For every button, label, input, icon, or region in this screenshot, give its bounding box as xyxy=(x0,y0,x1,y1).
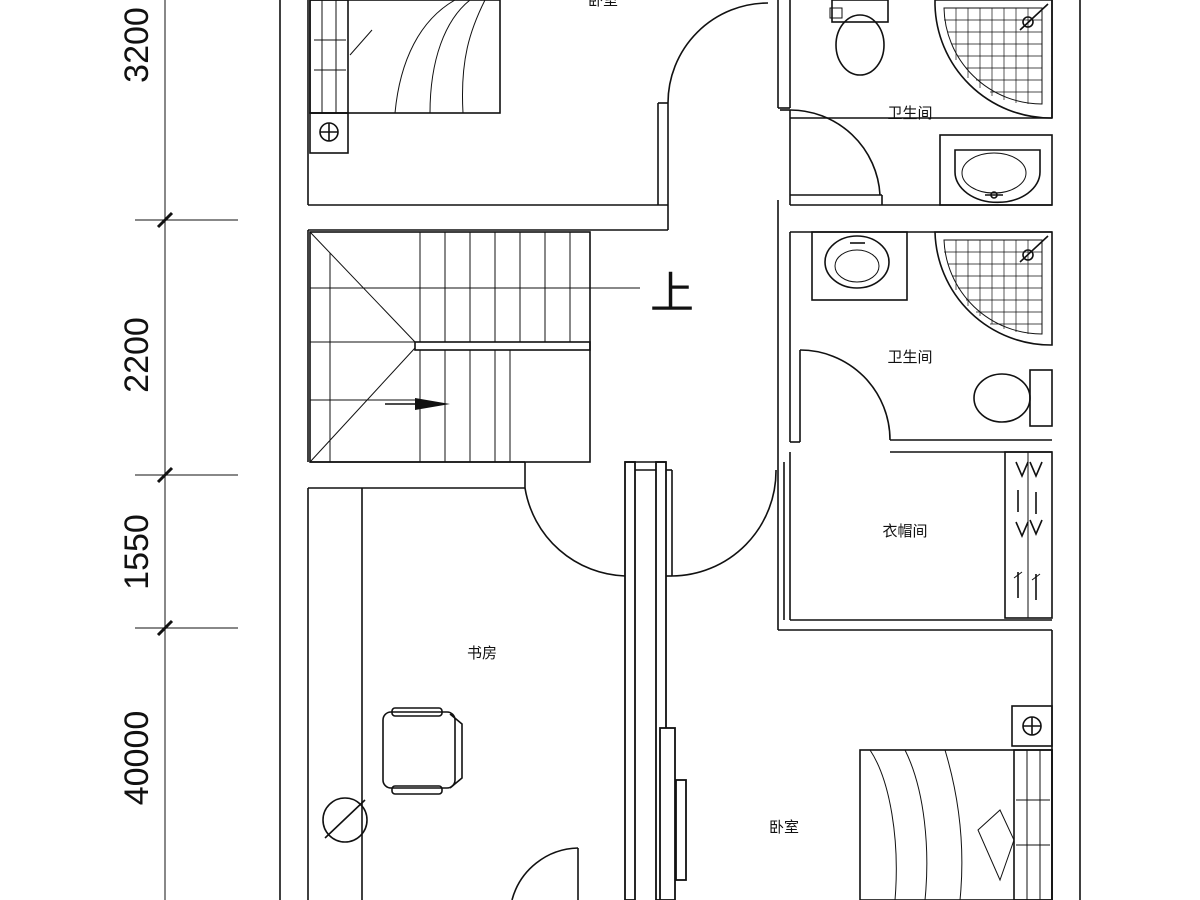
room-label-study: 书房 xyxy=(467,644,497,662)
cloakroom-walls xyxy=(777,452,1052,631)
shower-icon xyxy=(934,231,1053,346)
bed-top xyxy=(309,0,501,114)
room-label-bedroom-bottom: 卧室 xyxy=(769,818,799,836)
bed-bottom xyxy=(859,749,1053,900)
sink-icon xyxy=(939,134,1053,206)
staircase xyxy=(309,231,640,463)
dimension-40000: 40000 xyxy=(118,711,156,806)
stair-direction-label: 上 xyxy=(650,268,694,319)
shower-icon xyxy=(934,0,1053,119)
study-room xyxy=(361,488,579,900)
desk-chair-icon xyxy=(382,707,463,795)
dimension-2200: 2200 xyxy=(118,317,156,393)
outlet-icon xyxy=(309,112,349,154)
toilet-icon xyxy=(829,0,889,76)
room-label-bedroom-top: 卧室 xyxy=(588,0,618,9)
wardrobe-icon xyxy=(1004,451,1053,619)
outlet-icon xyxy=(1011,705,1053,747)
dimension-3200: 3200 xyxy=(118,7,156,83)
room-label-bathroom-top: 卫生间 xyxy=(887,104,932,122)
bedroom-bottom-walls xyxy=(659,727,687,900)
toilet-icon xyxy=(973,369,1053,427)
floor-lamp-icon xyxy=(322,797,368,843)
dimension-1550: 1550 xyxy=(118,514,156,590)
corridor-doors xyxy=(308,461,777,900)
room-label-cloakroom: 衣帽间 xyxy=(882,522,927,540)
dimension-line xyxy=(135,0,238,900)
bathroom-mid-walls xyxy=(777,200,1052,462)
bedroom-top-walls xyxy=(308,2,769,231)
stair-arrow-icon xyxy=(385,398,450,410)
sink-icon xyxy=(811,231,908,301)
bathroom-top-walls xyxy=(777,0,1052,206)
room-label-bathroom-mid: 卫生间 xyxy=(887,348,932,366)
